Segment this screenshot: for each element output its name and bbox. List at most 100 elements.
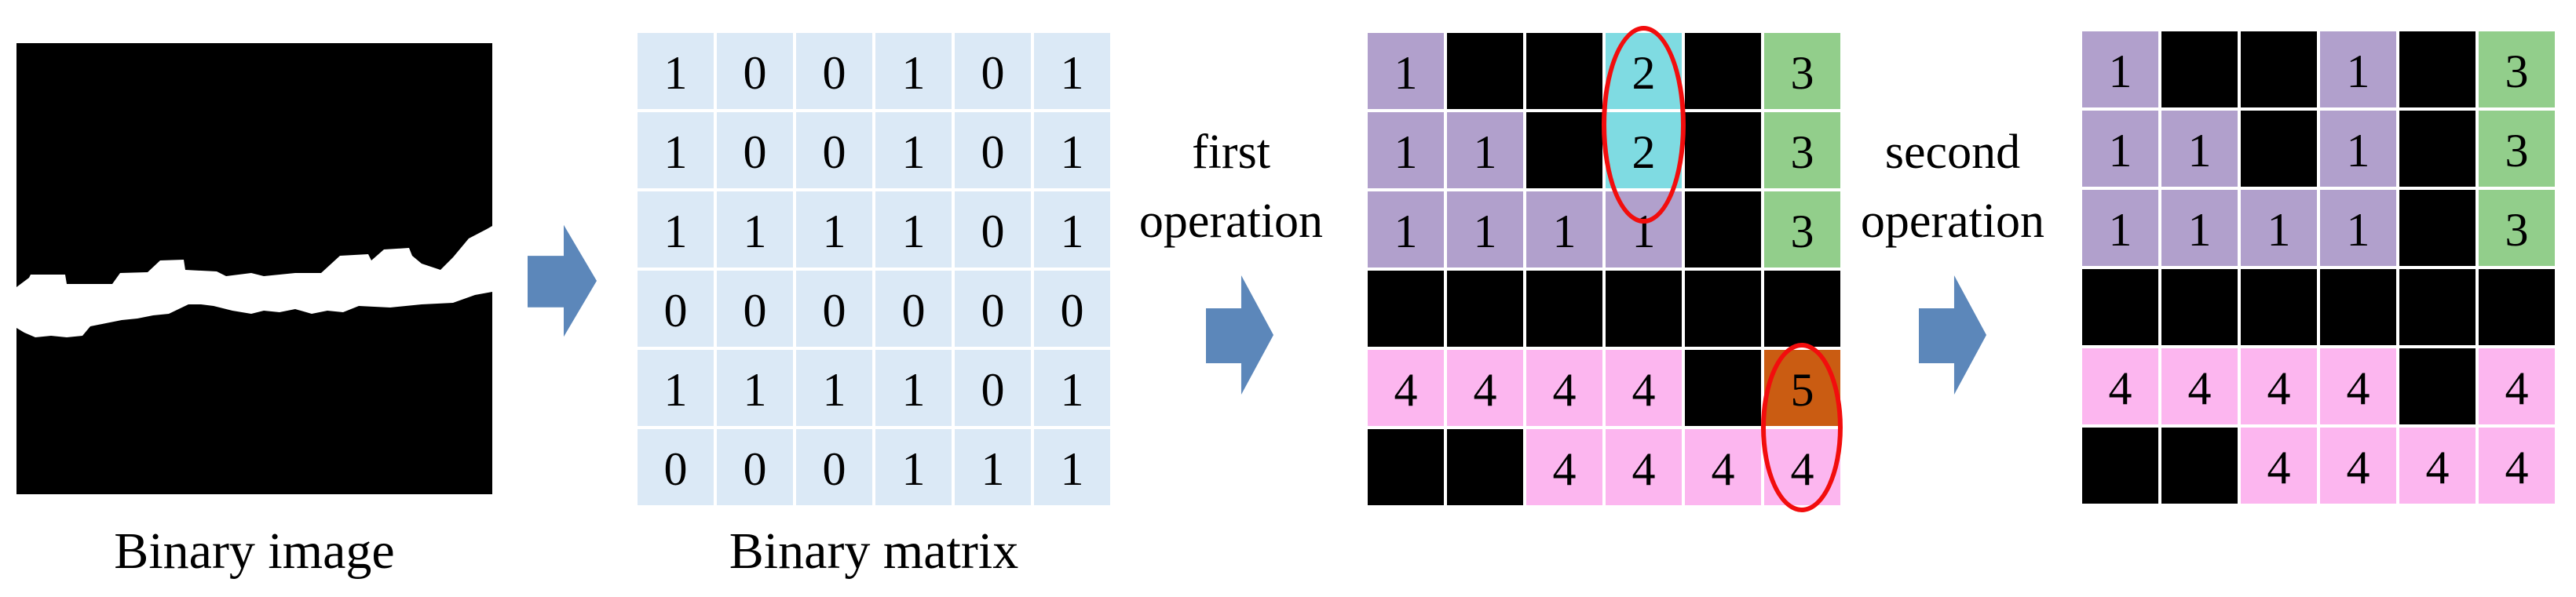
grid-cell: 4: [1685, 429, 1761, 505]
binary-image-graphic: [16, 43, 492, 494]
grid-cell: 1: [2320, 190, 2396, 266]
grid-cell: 0: [955, 350, 1031, 426]
grid-cell: 1: [1034, 112, 1110, 188]
grid-cell: 0: [796, 429, 872, 505]
grid-cell: [1685, 350, 1761, 426]
first-operation-line1: first: [1192, 126, 1270, 179]
grid-cell: 1: [1447, 112, 1523, 188]
grid-cell: 1: [2082, 31, 2158, 107]
second-operation-line2: operation: [1860, 195, 2045, 248]
grid-cell: 1: [638, 350, 714, 426]
grid-cell: [1368, 429, 1444, 505]
grid-cell: 4: [1447, 350, 1523, 426]
grid-cell: 4: [1526, 350, 1602, 426]
grid-cell: 1: [1034, 191, 1110, 268]
grid-cell: 1: [638, 112, 714, 188]
grid-cell: 1: [2082, 190, 2158, 266]
grid-cell: 4: [2479, 428, 2555, 504]
grid-cell: 1: [796, 350, 872, 426]
grid-cell: 4: [2320, 428, 2396, 504]
grid-cell: 1: [1526, 191, 1602, 268]
grid-cell: 1: [1606, 191, 1682, 268]
grid-cell: 1: [955, 429, 1031, 505]
grid-cell: 5: [1764, 350, 1840, 426]
grid-cell: [1526, 112, 1602, 188]
grid-cell: [2082, 428, 2158, 504]
grid-cell: [2161, 428, 2238, 504]
grid-cell: 4: [2082, 348, 2158, 424]
grid-cell: 1: [2241, 190, 2317, 266]
grid-cell: 1: [717, 350, 793, 426]
grid-cell: 1: [875, 33, 952, 109]
binary-image-label: Binary image: [114, 522, 395, 580]
grid-cell: [1526, 33, 1602, 109]
grid-cell: 0: [955, 112, 1031, 188]
binary-matrix-label: Binary matrix: [729, 522, 1019, 580]
grid-cell: [2241, 269, 2317, 345]
grid-cell: 1: [717, 191, 793, 268]
grid-cell: [2399, 190, 2476, 266]
grid-cell: [2161, 269, 2238, 345]
grid-cell: 1: [2320, 31, 2396, 107]
grid-cell: 4: [2241, 348, 2317, 424]
grid-cell: 0: [638, 271, 714, 347]
first-operation-text: first operation: [1113, 118, 1349, 256]
grid-cell: 4: [1764, 429, 1840, 505]
grid-cell: [1685, 33, 1761, 109]
grid-cell: 4: [2479, 348, 2555, 424]
grid-cell: 0: [955, 191, 1031, 268]
grid-cell: [2479, 269, 2555, 345]
grid-cell: [2161, 31, 2238, 107]
grid-cell: 1: [1034, 350, 1110, 426]
grid-cell: 0: [796, 271, 872, 347]
grid-cell: [1526, 271, 1602, 347]
grid-cell: 0: [796, 112, 872, 188]
second-operation-text: second operation: [1835, 118, 2070, 256]
grid-cell: 0: [717, 33, 793, 109]
grid-cell: 4: [2161, 348, 2238, 424]
grid-cell: 4: [2320, 348, 2396, 424]
grid-cell: 1: [2082, 111, 2158, 187]
arrow-right-icon: [528, 222, 597, 340]
grid-cell: 4: [2241, 428, 2317, 504]
grid-cell: 1: [1368, 33, 1444, 109]
grid-cell: 4: [1526, 429, 1602, 505]
grid-cell: 1: [875, 191, 952, 268]
grid-cell: 1: [2161, 190, 2238, 266]
grid-cell: 1: [1034, 33, 1110, 109]
first-operation-line2: operation: [1138, 195, 1324, 248]
grid-cell: 0: [717, 112, 793, 188]
grid-cell: 4: [2399, 428, 2476, 504]
grid-cell: 0: [875, 271, 952, 347]
grid-cell: 2: [1606, 112, 1682, 188]
grid-cell: 1: [638, 33, 714, 109]
grid-cell: 1: [796, 191, 872, 268]
binary-image-panel: [16, 43, 492, 494]
grid-cell: [2399, 31, 2476, 107]
grid-cell: 0: [796, 33, 872, 109]
grid-cell: 1: [875, 429, 952, 505]
grid-cell: [1685, 112, 1761, 188]
grid-cell: [1447, 429, 1523, 505]
grid-cell: [1606, 271, 1682, 347]
grid-cell: [1685, 271, 1761, 347]
grid-cell: 4: [1368, 350, 1444, 426]
grid-cell: 1: [2161, 111, 2238, 187]
grid-cell: [2320, 269, 2396, 345]
grid-cell: 1: [638, 191, 714, 268]
grid-cell: 0: [955, 271, 1031, 347]
grid-cell: 4: [1606, 350, 1682, 426]
grid-cell: 1: [875, 112, 952, 188]
crack-shape: [16, 226, 492, 337]
grid-cell: 1: [1368, 191, 1444, 268]
grid-cell: 1: [1034, 429, 1110, 505]
grid-cell: 3: [2479, 31, 2555, 107]
arrow-right-icon: [1919, 272, 1986, 398]
grid-cell: 3: [1764, 33, 1840, 109]
grid-cell: [2399, 348, 2476, 424]
grid-cell: [1685, 191, 1761, 268]
grid-cell: [2399, 269, 2476, 345]
grid-cell: 1: [1447, 191, 1523, 268]
